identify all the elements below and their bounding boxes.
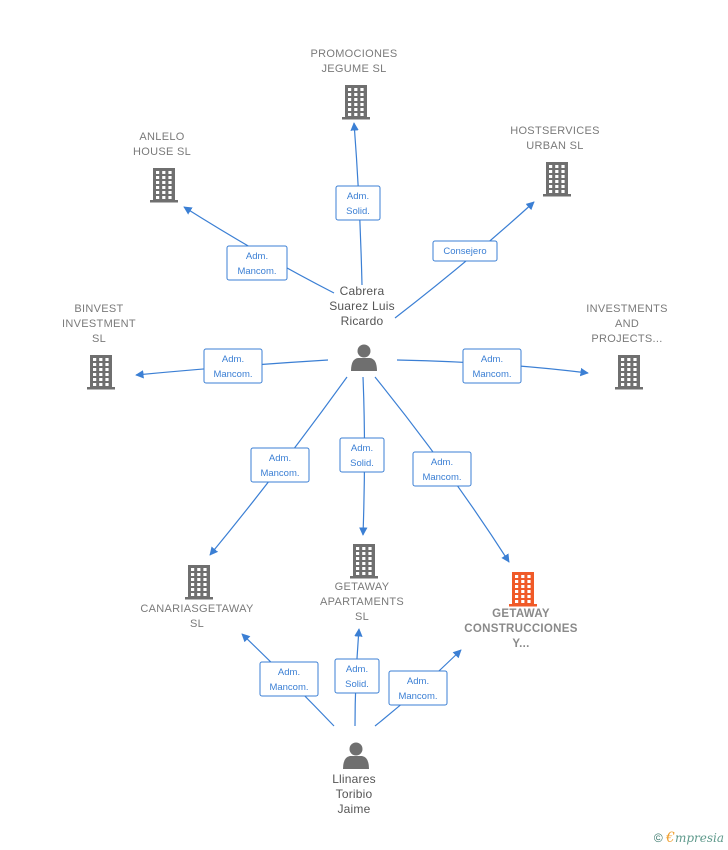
building-icon <box>509 572 537 607</box>
relation-label-text: Solid. <box>346 206 370 217</box>
relation-label-text: Adm. <box>346 664 368 675</box>
relation-label-text: Mancom. <box>260 468 299 479</box>
relation-label-cabrera-construcciones[interactable]: Adm. Mancom. <box>412 451 472 487</box>
relation-labels-layer: Adm.Solid.Adm.Mancom.ConsejeroAdm.Mancom… <box>203 185 522 706</box>
nodes-layer: PROMOCIONES JEGUME SL ANLELO HOUSE SL HOSTSE… <box>62 48 668 817</box>
relation-label-text: Mancom. <box>398 691 437 702</box>
company-node-hostservices[interactable]: HOSTSERVICES URBAN SL <box>510 125 600 197</box>
relation-label-cabrera-investments[interactable]: Adm. Mancom. <box>462 348 522 384</box>
relation-label-text: Consejero <box>443 246 486 257</box>
relation-label-text: Solid. <box>345 679 369 690</box>
footer-brand: © €mpresia <box>654 830 724 846</box>
company-name-line: CANARIASGETAWAY <box>140 603 254 615</box>
relation-label-text: Mancom. <box>213 369 252 380</box>
building-icon <box>543 162 571 197</box>
building-icon <box>87 355 115 390</box>
person-name-line: Llinares <box>332 772 376 786</box>
company-name-line: HOSTSERVICES <box>510 125 600 137</box>
relation-label-cabrera-hostservices[interactable]: Consejero <box>432 240 498 262</box>
relation-label-llinares-construcciones[interactable]: Adm. Mancom. <box>388 670 448 706</box>
building-icon <box>185 565 213 600</box>
company-node-binvest[interactable]: BINVEST INVESTMENT SL <box>62 303 136 390</box>
relation-label-text: Adm. <box>407 676 429 687</box>
building-icon <box>615 355 643 390</box>
relation-label-text: Adm. <box>269 453 291 464</box>
relation-label-text: Mancom. <box>472 369 511 380</box>
relation-label-llinares-apartaments[interactable]: Adm. Solid. <box>334 658 380 694</box>
relation-label-text: Solid. <box>350 458 374 469</box>
relation-label-cabrera-apartaments[interactable]: Adm. Solid. <box>339 437 385 473</box>
relation-label-text: Adm. <box>347 191 369 202</box>
relation-label-text: Adm. <box>481 354 503 365</box>
relation-label-text: Mancom. <box>422 472 461 483</box>
company-name-line: INVESTMENTS <box>586 303 668 315</box>
copyright-icon: © <box>653 831 663 845</box>
person-name-line: Ricardo <box>341 314 384 328</box>
company-name-line: SL <box>92 333 106 345</box>
company-node-promociones[interactable]: PROMOCIONES JEGUME SL <box>310 48 397 120</box>
company-name-line: Y... <box>512 638 529 650</box>
person-name-line: Jaime <box>337 802 370 816</box>
company-name-line: GETAWAY <box>492 608 550 620</box>
empresia-logo-icon: € <box>666 830 675 846</box>
company-name-line: INVESTMENT <box>62 318 136 330</box>
person-name-line: Toribio <box>336 787 373 801</box>
company-node-anlelo[interactable]: ANLELO HOUSE SL <box>133 131 191 203</box>
relation-label-cabrera-promociones[interactable]: Adm. Solid. <box>335 185 381 221</box>
building-icon <box>150 168 178 203</box>
relation-label-llinares-canarias[interactable]: Adm. Mancom. <box>259 661 319 697</box>
company-name-line: BINVEST <box>74 303 123 315</box>
company-name-line: APARTAMENTS <box>320 596 404 608</box>
company-name-line: ANLELO <box>139 131 184 143</box>
relation-label-text: Adm. <box>351 443 373 454</box>
company-name-line: PROJECTS... <box>591 333 662 345</box>
building-icon <box>350 544 378 579</box>
company-node-canarias[interactable]: CANARIASGETAWAY SL <box>140 565 254 630</box>
company-name-line: GETAWAY <box>335 581 390 593</box>
relation-label-text: Mancom. <box>237 266 276 277</box>
relation-label-cabrera-binvest[interactable]: Adm. Mancom. <box>203 348 263 384</box>
person-icon <box>351 344 377 371</box>
company-name-line: SL <box>190 618 204 630</box>
company-name-line: CONSTRUCCIONES <box>464 623 577 635</box>
company-name-line: URBAN SL <box>526 140 583 152</box>
company-name-line: AND <box>615 318 639 330</box>
person-name-line: Cabrera <box>340 284 385 298</box>
company-name-line: JEGUME SL <box>321 63 386 75</box>
relation-label-text: Adm. <box>278 667 300 678</box>
company-name-line: PROMOCIONES <box>310 48 397 60</box>
person-icon <box>343 742 369 769</box>
company-node-construcciones[interactable]: GETAWAY CONSTRUCCIONES Y... <box>464 572 577 650</box>
company-node-apartaments[interactable]: GETAWAY APARTAMENTS SL <box>320 544 404 623</box>
company-name-line: HOUSE SL <box>133 146 191 158</box>
relation-label-text: Mancom. <box>269 682 308 693</box>
relation-label-text: Adm. <box>431 457 453 468</box>
company-node-investments[interactable]: INVESTMENTS AND PROJECTS... <box>586 303 668 390</box>
relation-label-text: Adm. <box>246 251 268 262</box>
relation-label-cabrera-anlelo[interactable]: Adm. Mancom. <box>226 245 288 281</box>
person-name-line: Suarez Luis <box>329 299 395 313</box>
relation-label-cabrera-canarias[interactable]: Adm. Mancom. <box>250 447 310 483</box>
building-icon <box>342 85 370 120</box>
brand-name: mpresia <box>674 831 724 845</box>
company-name-line: SL <box>355 611 369 623</box>
relation-label-text: Adm. <box>222 354 244 365</box>
